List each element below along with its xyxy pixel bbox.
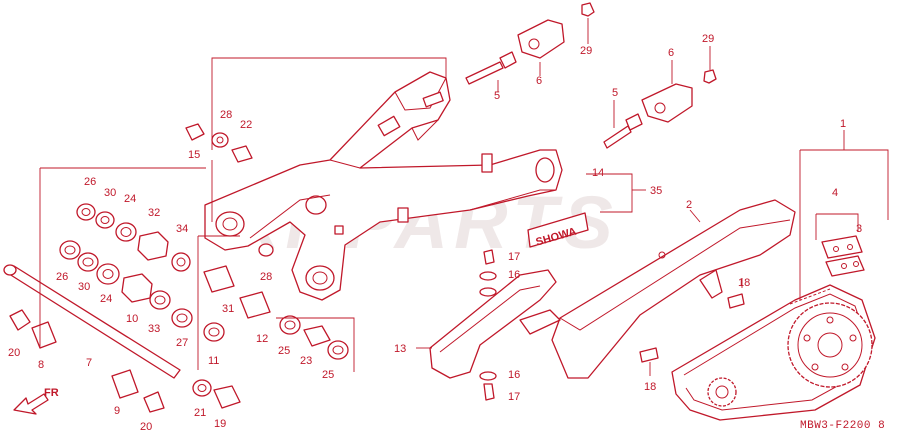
drive-sprocket	[707, 377, 737, 407]
label-30b: 30	[78, 281, 90, 293]
label-3: 3	[856, 223, 862, 235]
pivot-collars	[192, 265, 349, 409]
label-27: 27	[176, 337, 188, 349]
label-5a: 5	[494, 90, 500, 102]
label-23: 23	[300, 355, 312, 367]
label-18a: 18	[738, 277, 750, 289]
label-19: 19	[214, 418, 226, 430]
label-7: 7	[86, 357, 92, 369]
label-6b: 6	[668, 47, 674, 59]
label-28a: 28	[220, 109, 232, 121]
adjuster-bolt-left	[465, 51, 517, 85]
label-6a: 6	[536, 75, 542, 87]
chain-joint	[821, 235, 865, 277]
label-10: 10	[126, 313, 138, 325]
label-17b: 17	[508, 391, 520, 403]
part-labels: 1 2 3 4 5 5 6 6 7 8 9 10 11 12 13 14 15 …	[8, 33, 862, 432]
label-31: 31	[222, 303, 234, 315]
label-15: 15	[188, 149, 200, 161]
label-9: 9	[114, 405, 120, 417]
pivot-bearings	[59, 123, 274, 328]
label-17a: 17	[508, 251, 520, 263]
label-26b: 26	[56, 271, 68, 283]
label-11: 11	[208, 355, 219, 367]
label-8: 8	[38, 359, 44, 371]
label-4: 4	[832, 187, 838, 199]
swingarm	[204, 71, 563, 301]
pivot-nuts	[9, 309, 165, 413]
label-25b: 25	[322, 369, 334, 381]
chain-slider	[429, 269, 561, 379]
diagram-code: MBW3-F2200 8	[800, 420, 885, 432]
front-direction-arrow: FR	[13, 387, 59, 415]
label-29a: 29	[580, 45, 592, 57]
label-33: 33	[148, 323, 160, 335]
label-14: 14	[592, 167, 604, 179]
label-16a: 16	[508, 269, 520, 281]
label-1: 1	[840, 118, 846, 130]
adjuster-bolt-right	[603, 113, 643, 149]
label-21: 21	[194, 407, 206, 419]
label-24b: 24	[100, 293, 112, 305]
label-22: 22	[240, 119, 252, 131]
fr-label: FR	[44, 387, 59, 399]
chain-case	[551, 199, 796, 379]
chain-adjuster-left	[517, 2, 595, 59]
label-34: 34	[176, 223, 188, 235]
label-20b: 20	[140, 421, 152, 432]
chain-adjuster-right	[641, 69, 717, 123]
label-20a: 20	[8, 347, 20, 359]
label-24a: 24	[124, 193, 136, 205]
label-5b: 5	[612, 87, 618, 99]
label-30a: 30	[104, 187, 116, 199]
label-35: 35	[650, 185, 662, 197]
label-13: 13	[394, 343, 406, 355]
pivot-bolt	[3, 264, 181, 379]
leader-lines	[39, 18, 889, 376]
label-16b: 16	[508, 369, 520, 381]
label-26a: 26	[84, 176, 96, 188]
fasteners	[479, 249, 745, 401]
label-29b: 29	[702, 33, 714, 45]
label-12: 12	[256, 333, 268, 345]
label-32: 32	[148, 207, 160, 219]
label-18b: 18	[644, 381, 656, 393]
label-25a: 25	[278, 345, 290, 357]
label-28b: 28	[260, 271, 272, 283]
label-2: 2	[686, 199, 692, 211]
rear-sprocket	[787, 302, 873, 388]
